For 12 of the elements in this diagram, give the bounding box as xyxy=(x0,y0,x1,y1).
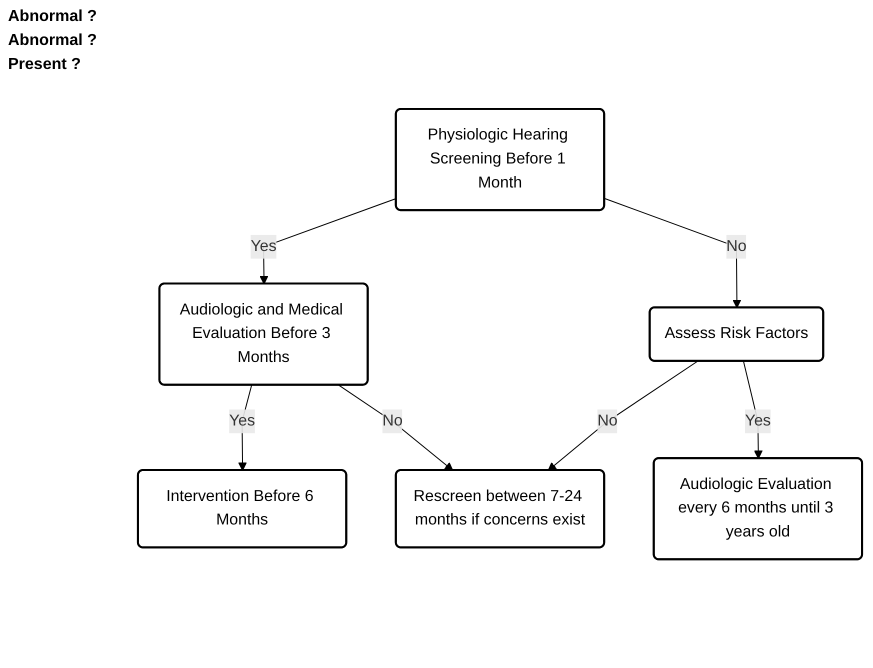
arrow xyxy=(338,384,454,471)
arrow xyxy=(548,360,698,471)
condition-label: Present ? xyxy=(8,56,82,74)
edge-label: Yes xyxy=(744,412,771,430)
edge-label: Yes xyxy=(229,412,256,430)
edge-label: No xyxy=(597,412,618,430)
edge-label: Yes xyxy=(250,238,277,255)
arrow xyxy=(604,198,742,308)
condition-label: Abnormal ? xyxy=(8,8,97,26)
condition-label: Abnormal ? xyxy=(8,32,97,50)
edge-label: No xyxy=(726,238,747,255)
edge-label: No xyxy=(382,412,403,430)
